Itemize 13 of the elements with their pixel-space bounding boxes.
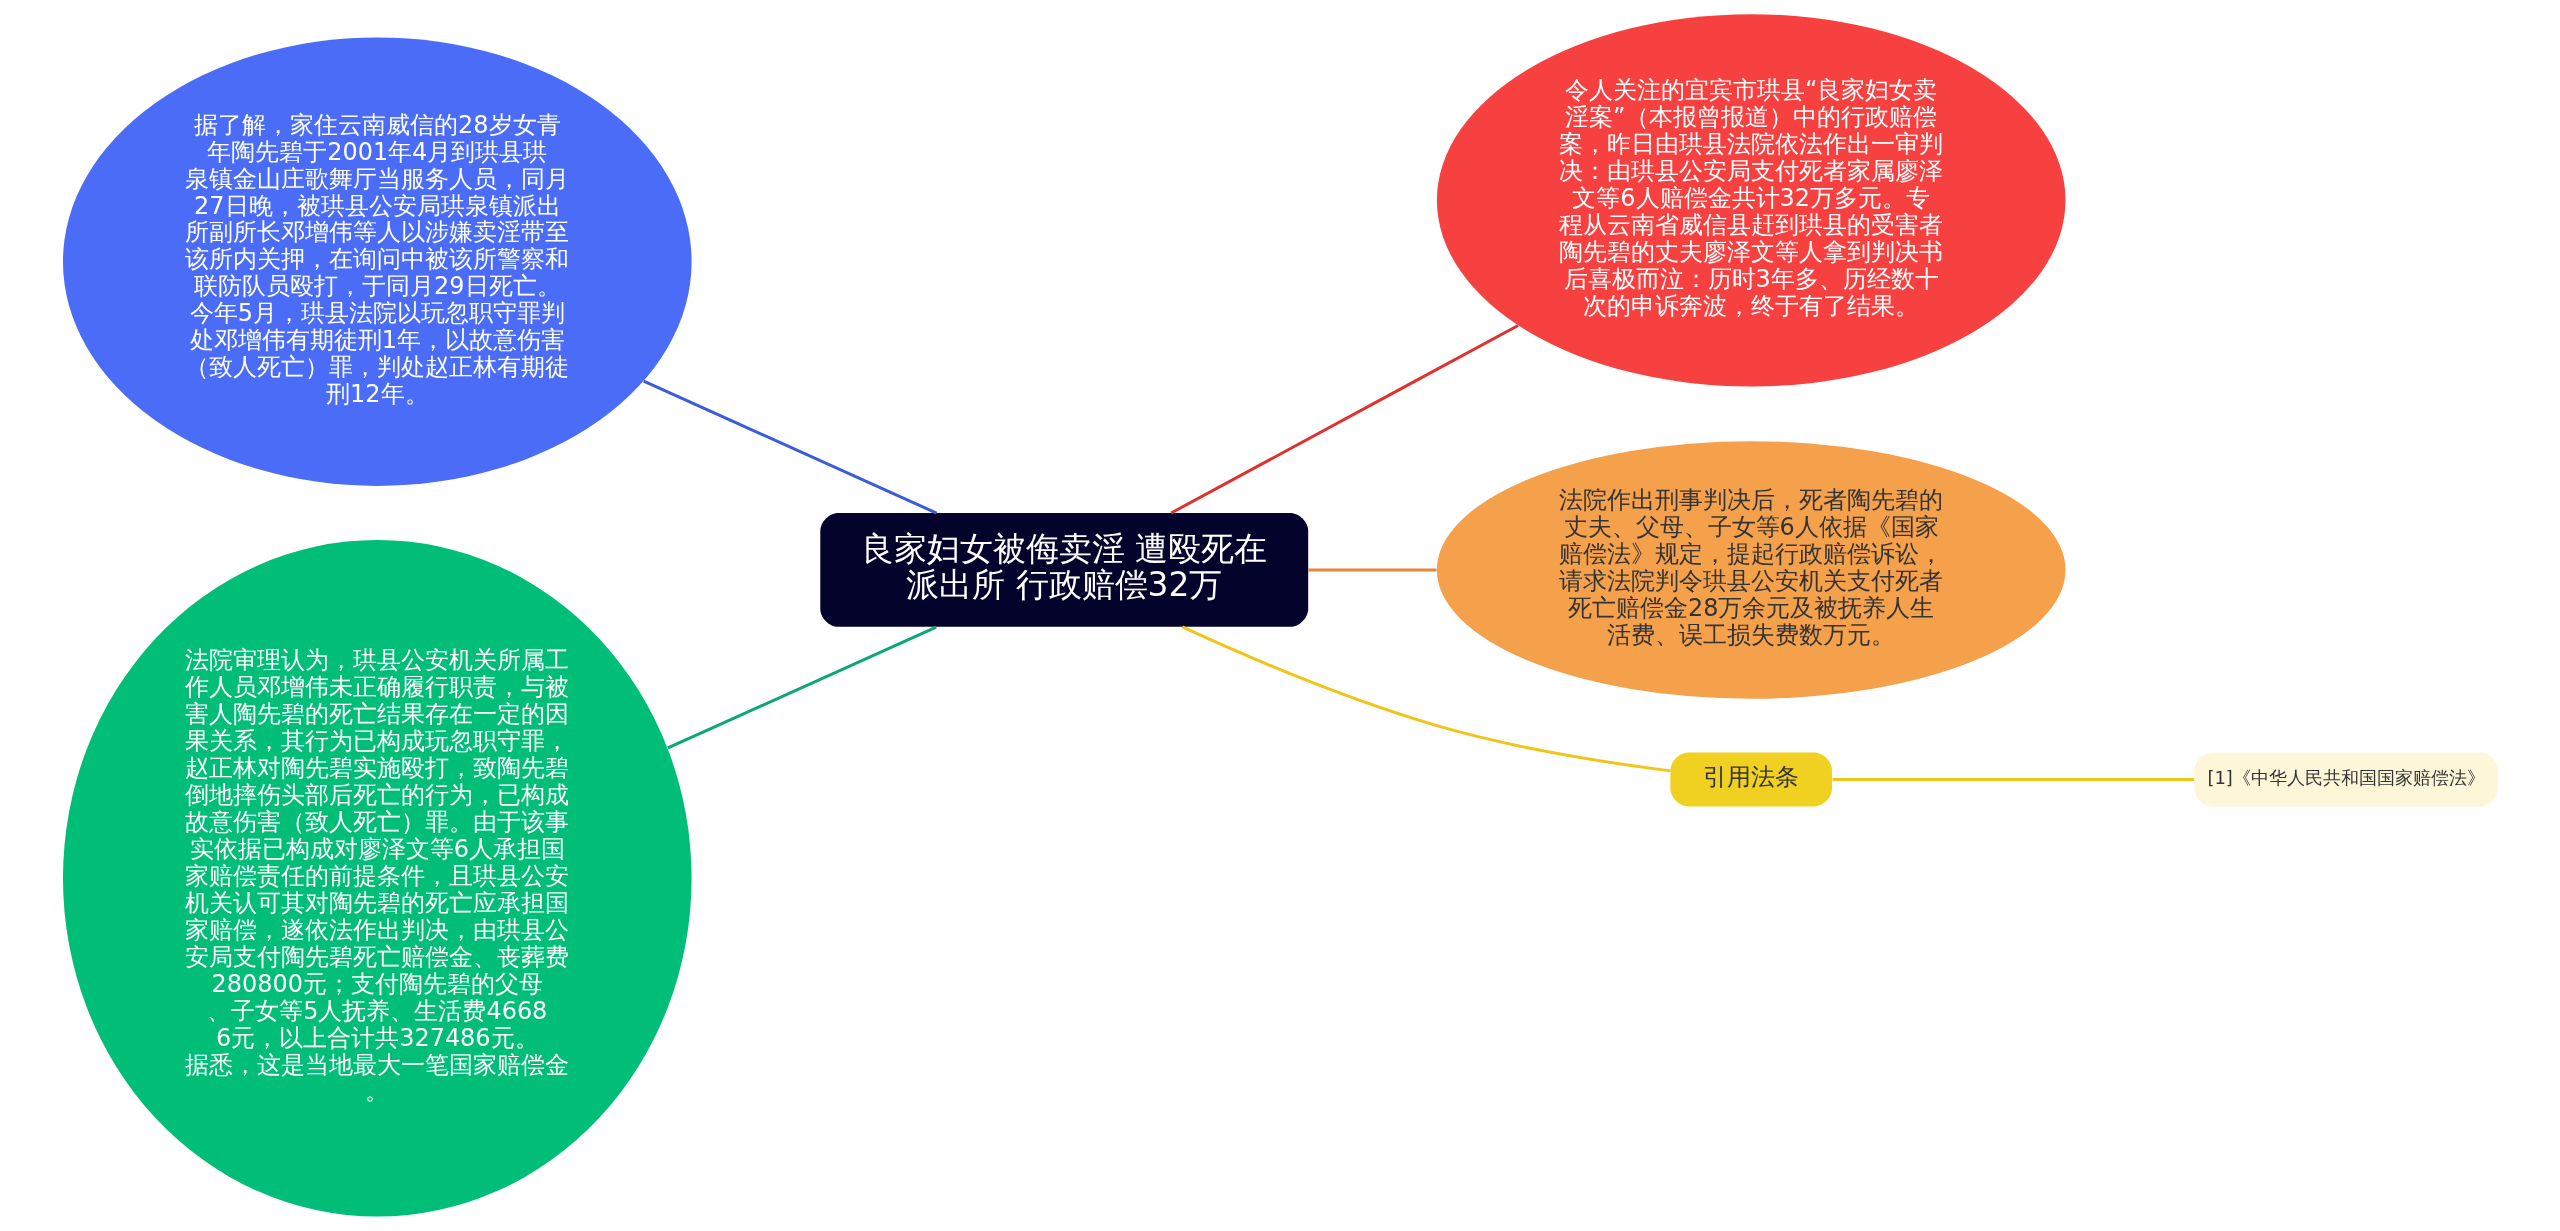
node-box: 引用法条: [1669, 752, 1832, 807]
node-box: [1]《中华人民共和国国家赔偿法》: [2193, 752, 2498, 807]
connector: [642, 379, 937, 515]
node-box: 良家妇女被侮卖淫 遭殴死在派出所 行政赔偿32万: [819, 513, 1308, 627]
connector: [1169, 324, 1519, 515]
connector: [666, 625, 937, 750]
connector: [1307, 568, 1436, 572]
node-ellipse: 法院作出刑事判决后，死者陶先碧的丈夫、父母、子女等6人依据《国家赔偿法》规定，提起行政赔偿诉讼，请求法院判令珙县公安机关支付死者死亡赔偿金28万余元及被抚养人生活费、误工损失费数万元。: [1436, 441, 2065, 699]
node-ellipse: 令人关注的宜宾市珙县“良家妇女卖淫案”（本报曾报道）中的行政赔偿案，昨日由珙县法院依法作出一审判决：由珙县公安局支付死者家属廖泽文等6人赔偿金共计32万多元。专程从云南省威信县赶到珙县的受害者陶先碧的丈夫廖泽文等人拿到判决书后喜极而泣：历时3年多、历经数十次的申诉奔波，终于有了结果。: [1436, 14, 2065, 387]
connector: [1181, 625, 1670, 773]
node-ellipse: 据了解，家住云南威信的28岁女青年陶先碧于2001年4月到珙县珙泉镇金山庄歌舞厅当服务人员，同月27日晚，被珙县公安局珙泉镇派出所副所长邓增伟等人以涉嫌卖淫带至该所内关押，在询问中被该所警察和联防队员殴打，于同月29日死亡。今年5月，珙县法院以玩忽职守罪判处邓增伟有期徒刑1年，以故意伤害（致人死亡）罪，判处赵正林有期徒刑12年。: [62, 37, 692, 486]
node-circle: 法院审理认为，珙县公安机关所属工作人员邓增伟未正确履行职责，与被害人陶先碧的死亡结果存在一定的因果关系，其行为已构成玩忽职守罪，赵正林对陶先碧实施殴打，致陶先碧倒地摔伤头部后死亡的行为，已构成故意伤害（致人死亡）罪。由于该事实依据已构成对廖泽文等6人承担国家赔偿责任的前提条件，且珙县公安机关认可其对陶先碧的死亡应承担国家赔偿，遂依法作出判决，由珙县公安局支付陶先碧死亡赔偿金、丧葬费280800元；支付陶先碧的父母、子女等5人抚养、生活费46686元，以上合计共327486元。据悉，这是当地最大一笔国家赔偿金。: [62, 540, 692, 1217]
connector: [1832, 778, 2194, 781]
